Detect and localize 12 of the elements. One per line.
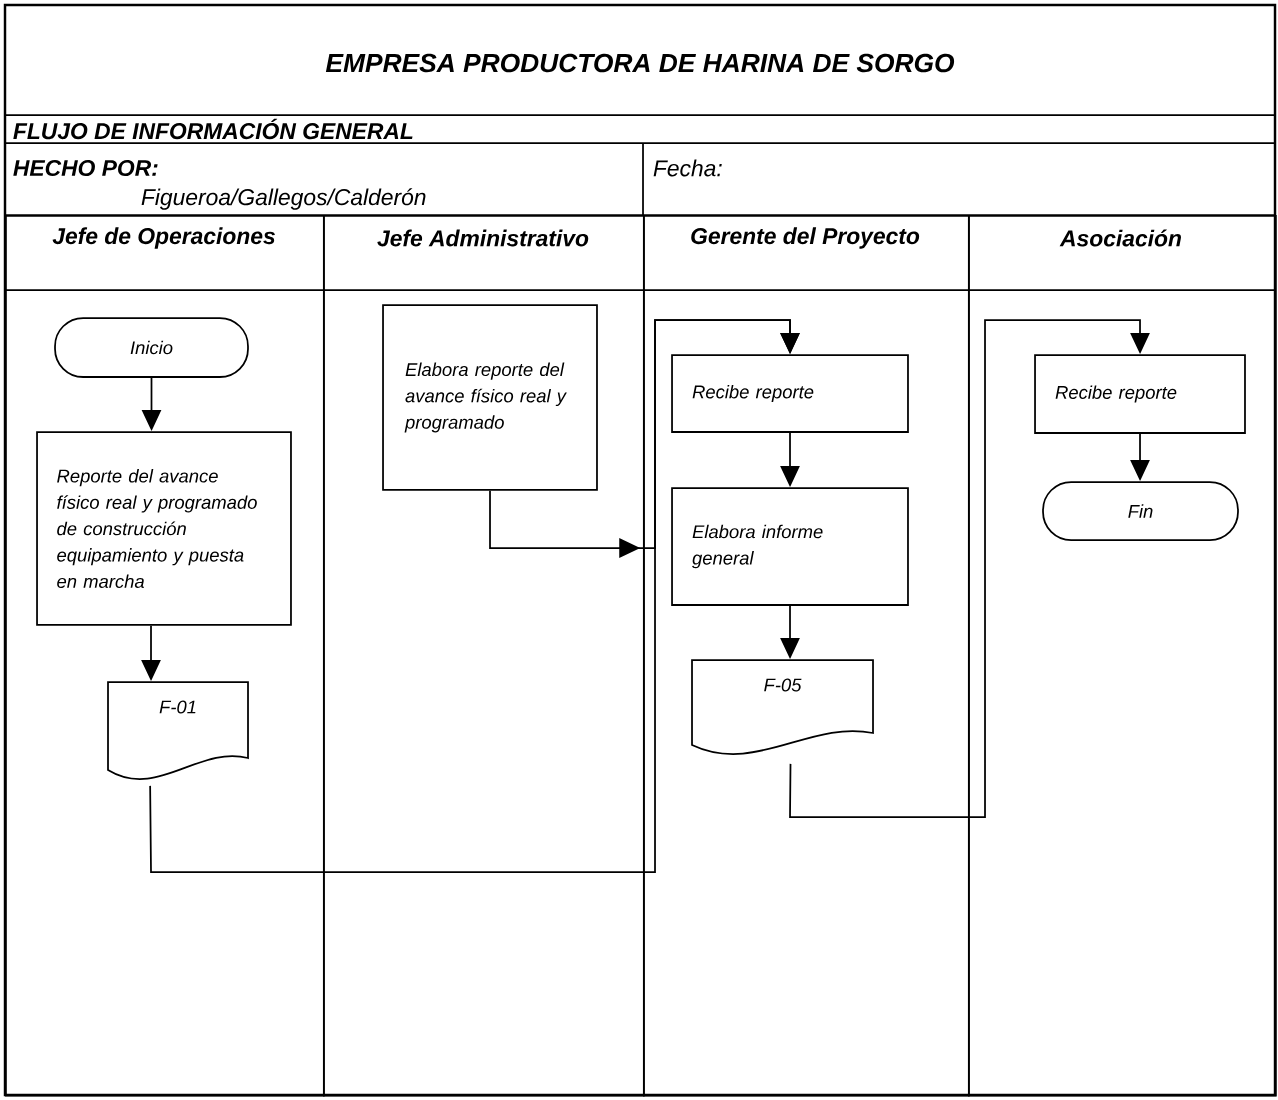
arrow: [489, 319, 800, 558]
process-box: Elabora reporte del avance físico real y programado: [382, 304, 598, 491]
form-label: Figueroa/Gallegos/Calderón: [141, 188, 426, 210]
form-label: FLUJO DE INFORMACIÓN GENERAL: [13, 118, 413, 140]
form-label: Fecha:: [653, 159, 722, 177]
process-box: Reporte del avance físico real y programado de construcción equipamiento y puesta en marcha: [36, 431, 292, 626]
process-box: Elabora informe general: [671, 487, 909, 606]
title: EMPRESA PRODUCTORA DE HARINA DE SORGO: [325, 53, 955, 73]
arrow: [789, 319, 1150, 818]
process-box: Recibe reporte: [1034, 354, 1246, 434]
form-label: HECHO POR:: [13, 159, 158, 177]
process-box: Recibe reporte: [671, 354, 909, 433]
